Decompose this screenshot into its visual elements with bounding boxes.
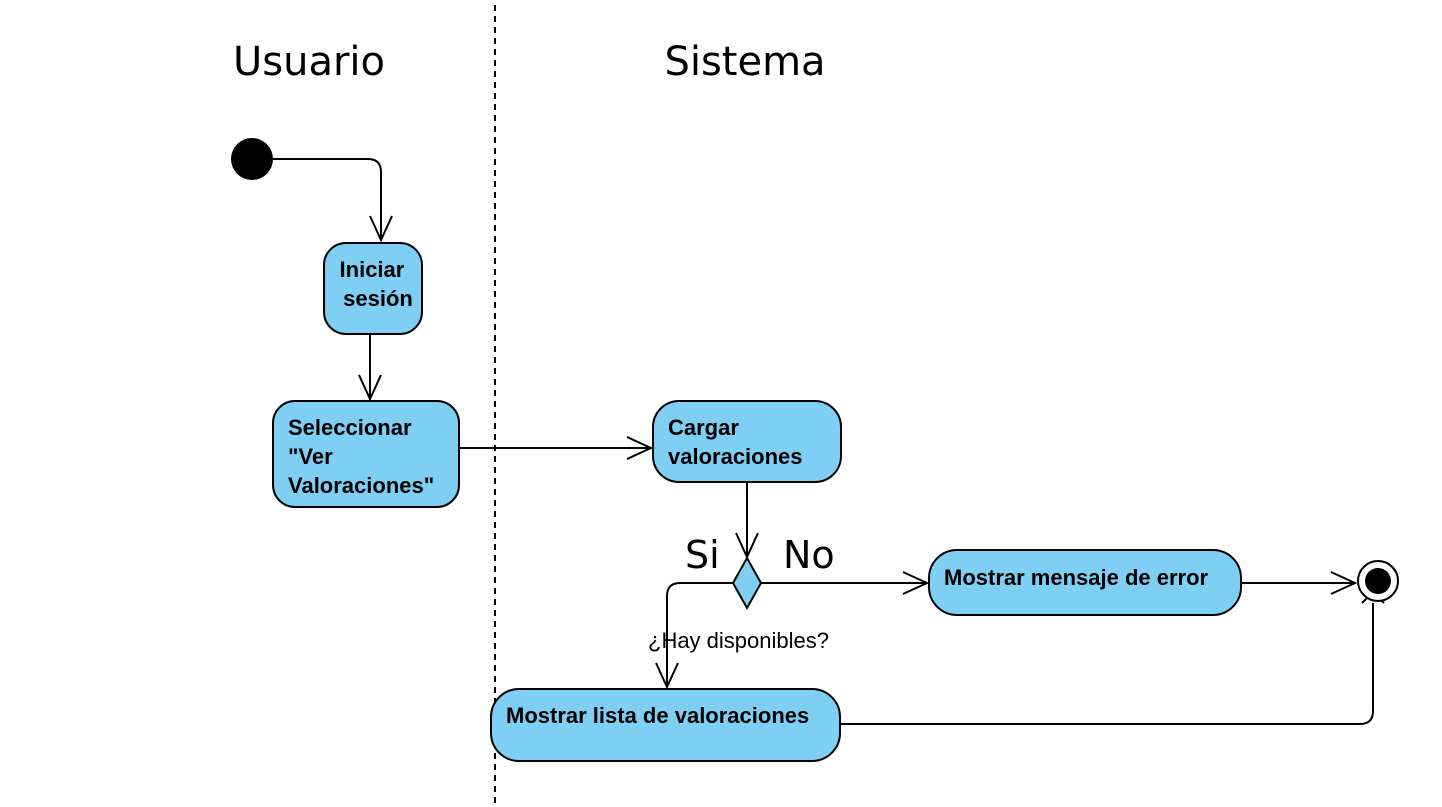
action-iniciar-sesion: Iniciar sesión: [323, 242, 423, 335]
edge-lista-to-end: [840, 603, 1374, 725]
svg-text:Mostrar mensaje de error: Mostrar mensaje de error: [944, 565, 1209, 590]
node-label-line: Iniciar: [340, 257, 405, 282]
action-mostrar-mensaje-error: Mostrar mensaje de error: [928, 549, 1242, 616]
svg-text:Seleccionar "Ver V: Seleccionar "Ver Valoraciones": [288, 415, 434, 498]
action-mostrar-lista-valoraciones: Mostrar lista de valoraciones: [490, 688, 841, 762]
branch-label-no: No: [783, 533, 835, 577]
node-label-line: Valoraciones": [288, 473, 434, 498]
node-label-line: Seleccionar: [288, 415, 412, 440]
arrowhead: [902, 571, 930, 595]
node-label-line: sesión: [343, 286, 413, 311]
svg-text:Mostrar lista de valoraciones: Mostrar lista de valoraciones: [506, 703, 809, 728]
svg-text:Iniciar sesión: Iniciar sesión: [340, 257, 413, 311]
initial-node: [231, 138, 273, 180]
node-label-line: Cargar: [668, 415, 739, 440]
node-label-line: valoraciones: [668, 444, 803, 469]
arrowhead: [626, 436, 654, 460]
node-label-line: Mostrar mensaje de error: [944, 565, 1209, 590]
action-seleccionar-ver-valoraciones: Seleccionar "Ver Valoraciones": [272, 400, 460, 508]
arrowhead: [655, 662, 679, 690]
edge-start-to-iniciar: [252, 158, 382, 240]
node-label-line: Mostrar lista de valoraciones: [506, 703, 809, 728]
svg-text:Cargar valoraciones: Cargar valoraciones: [668, 415, 803, 469]
node-label-line: "Ver: [288, 444, 333, 469]
lane-title-usuario: Usuario: [233, 39, 385, 85]
arrowhead: [1330, 571, 1358, 595]
arrowhead: [369, 215, 393, 243]
final-node: [1357, 560, 1399, 602]
branch-label-si: Si: [685, 533, 720, 577]
arrowhead: [358, 374, 382, 402]
guard-label: ¿Hay disponibles?: [648, 628, 829, 653]
lane-title-sistema: Sistema: [664, 39, 825, 85]
edge-decision-si-to-lista: [666, 582, 733, 687]
decision-node: [731, 555, 763, 611]
action-cargar-valoraciones: Cargar valoraciones: [652, 400, 842, 483]
